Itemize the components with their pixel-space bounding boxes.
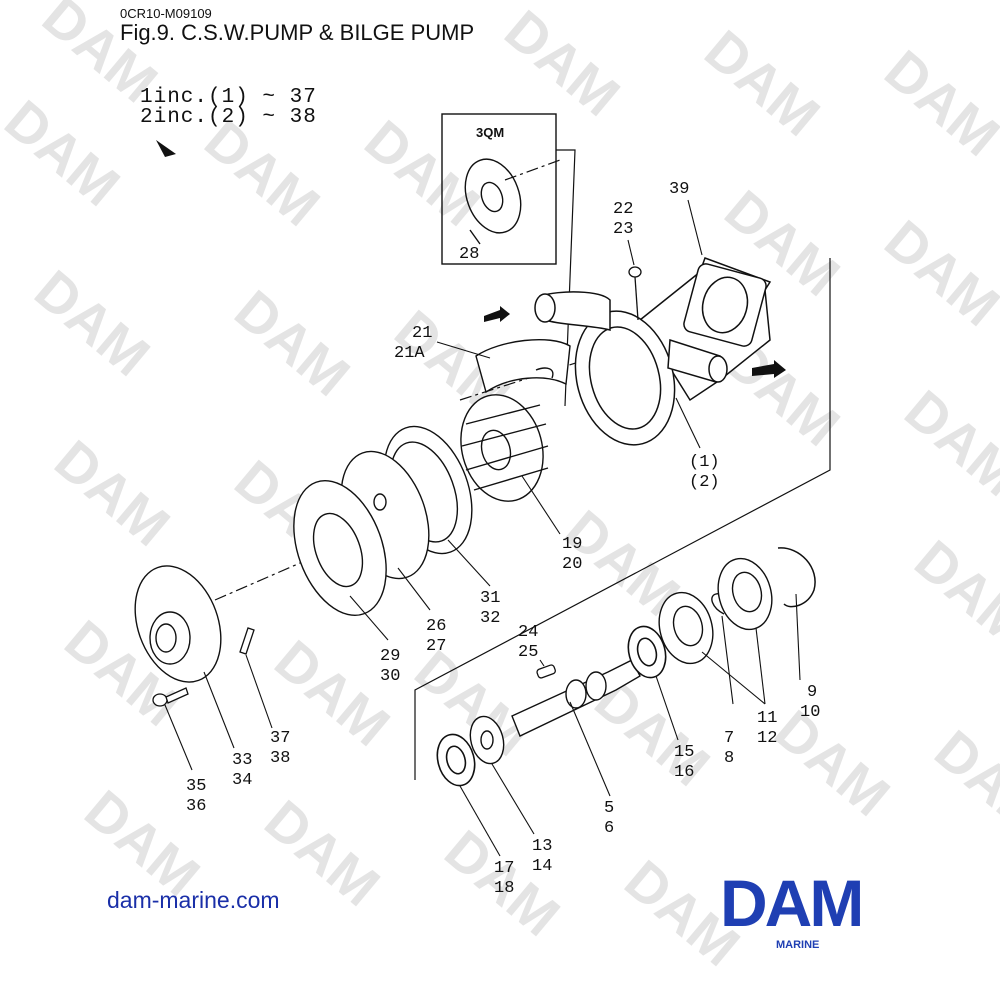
part-label-35: 35	[186, 777, 206, 796]
part-label-13: 13	[532, 837, 552, 856]
part-label-11: 11	[757, 709, 777, 728]
washer-13	[469, 715, 505, 765]
inset-3qm	[441, 113, 557, 265]
part-label-24: 24	[518, 623, 538, 642]
shaft-5	[511, 659, 641, 737]
part-label-21a: 21A	[394, 344, 425, 363]
watermark-text: DAM	[43, 428, 181, 558]
impeller	[460, 394, 549, 502]
leader-lines	[164, 199, 801, 857]
watermark-text: DAM	[923, 718, 1000, 848]
cover-33	[134, 565, 222, 683]
figure-title: Fig.9. C.S.W.PUMP & BILGE PUMP	[120, 20, 475, 45]
part-label-19: 19	[562, 535, 582, 554]
part-label-7: 7	[724, 729, 734, 748]
part-label-27: 27	[426, 637, 446, 656]
watermark-text: DAM	[763, 698, 901, 828]
inclusion-line-1: 1inc.(1) ~ 37	[140, 86, 317, 109]
logo-text: DAM	[720, 870, 861, 940]
circlip-9	[777, 547, 816, 608]
part-label-2: (2)	[689, 473, 720, 492]
part-label-34: 34	[232, 771, 252, 790]
part-label-29: 29	[380, 647, 400, 666]
part-label-32: 32	[480, 609, 500, 628]
watermark-text: DAM	[693, 18, 831, 148]
part-label-9: 9	[807, 683, 817, 702]
part-label-37: 37	[270, 729, 290, 748]
seal-17	[436, 733, 476, 787]
watermark-text: DAM	[493, 0, 631, 128]
cam-21	[475, 338, 571, 394]
part-label-25: 25	[518, 643, 538, 662]
watermark-text: DAM	[873, 208, 1000, 338]
part-label-8: 8	[724, 749, 734, 768]
pump-body	[534, 257, 772, 446]
part-label-17: 17	[494, 859, 514, 878]
watermark-text: DAM	[893, 378, 1000, 508]
watermark-text: DAM	[903, 528, 1000, 658]
inset-label: 3QM	[476, 125, 504, 140]
pin-37	[239, 627, 255, 655]
part-label-22: 22	[613, 200, 633, 219]
gasket-29	[293, 479, 387, 617]
watermark-text: DAM	[23, 258, 161, 388]
direction-arrow	[156, 140, 176, 157]
bearing-11a	[658, 591, 714, 665]
part-label-26: 26	[426, 617, 446, 636]
part-label-28: 28	[459, 245, 479, 264]
part-label-39: 39	[669, 180, 689, 199]
part-label-6: 6	[604, 819, 614, 838]
bearing-11b	[717, 557, 773, 631]
logo-subtext: MARINE	[776, 939, 819, 951]
part-label-38: 38	[270, 749, 290, 768]
part-label-12: 12	[757, 729, 777, 748]
part-label-23: 23	[613, 220, 633, 239]
key-24	[536, 664, 556, 679]
outlet-arrow	[752, 360, 786, 378]
website-link[interactable]: dam-marine.com	[107, 887, 280, 913]
part-label-31: 31	[480, 589, 500, 608]
seal-15	[627, 625, 667, 679]
inclusion-line-2: 2inc.(2) ~ 38	[140, 106, 317, 129]
part-label-21: 21	[412, 324, 432, 343]
part-label-33: 33	[232, 751, 252, 770]
document-code: 0CR10-M09109	[120, 6, 212, 21]
part-label-16: 16	[674, 763, 694, 782]
dam-marine-logo: DAM MARINE	[720, 870, 864, 951]
screw-35	[152, 687, 189, 707]
part-label-14: 14	[532, 857, 552, 876]
part-label-1: (1)	[689, 453, 720, 472]
watermark-text: DAM	[223, 278, 361, 408]
inlet-arrow	[484, 306, 510, 322]
part-label-30: 30	[380, 667, 400, 686]
watermark-text: DAM	[873, 38, 1000, 168]
part-label-36: 36	[186, 797, 206, 816]
part-label-15: 15	[674, 743, 694, 762]
watermark-text: DAM	[0, 88, 132, 218]
part-label-10: 10	[800, 703, 820, 722]
part-label-5: 5	[604, 799, 614, 818]
bolt-22	[628, 266, 642, 321]
watermark-text: DAM	[353, 108, 491, 238]
part-label-18: 18	[494, 879, 514, 898]
part-label-20: 20	[562, 555, 582, 574]
